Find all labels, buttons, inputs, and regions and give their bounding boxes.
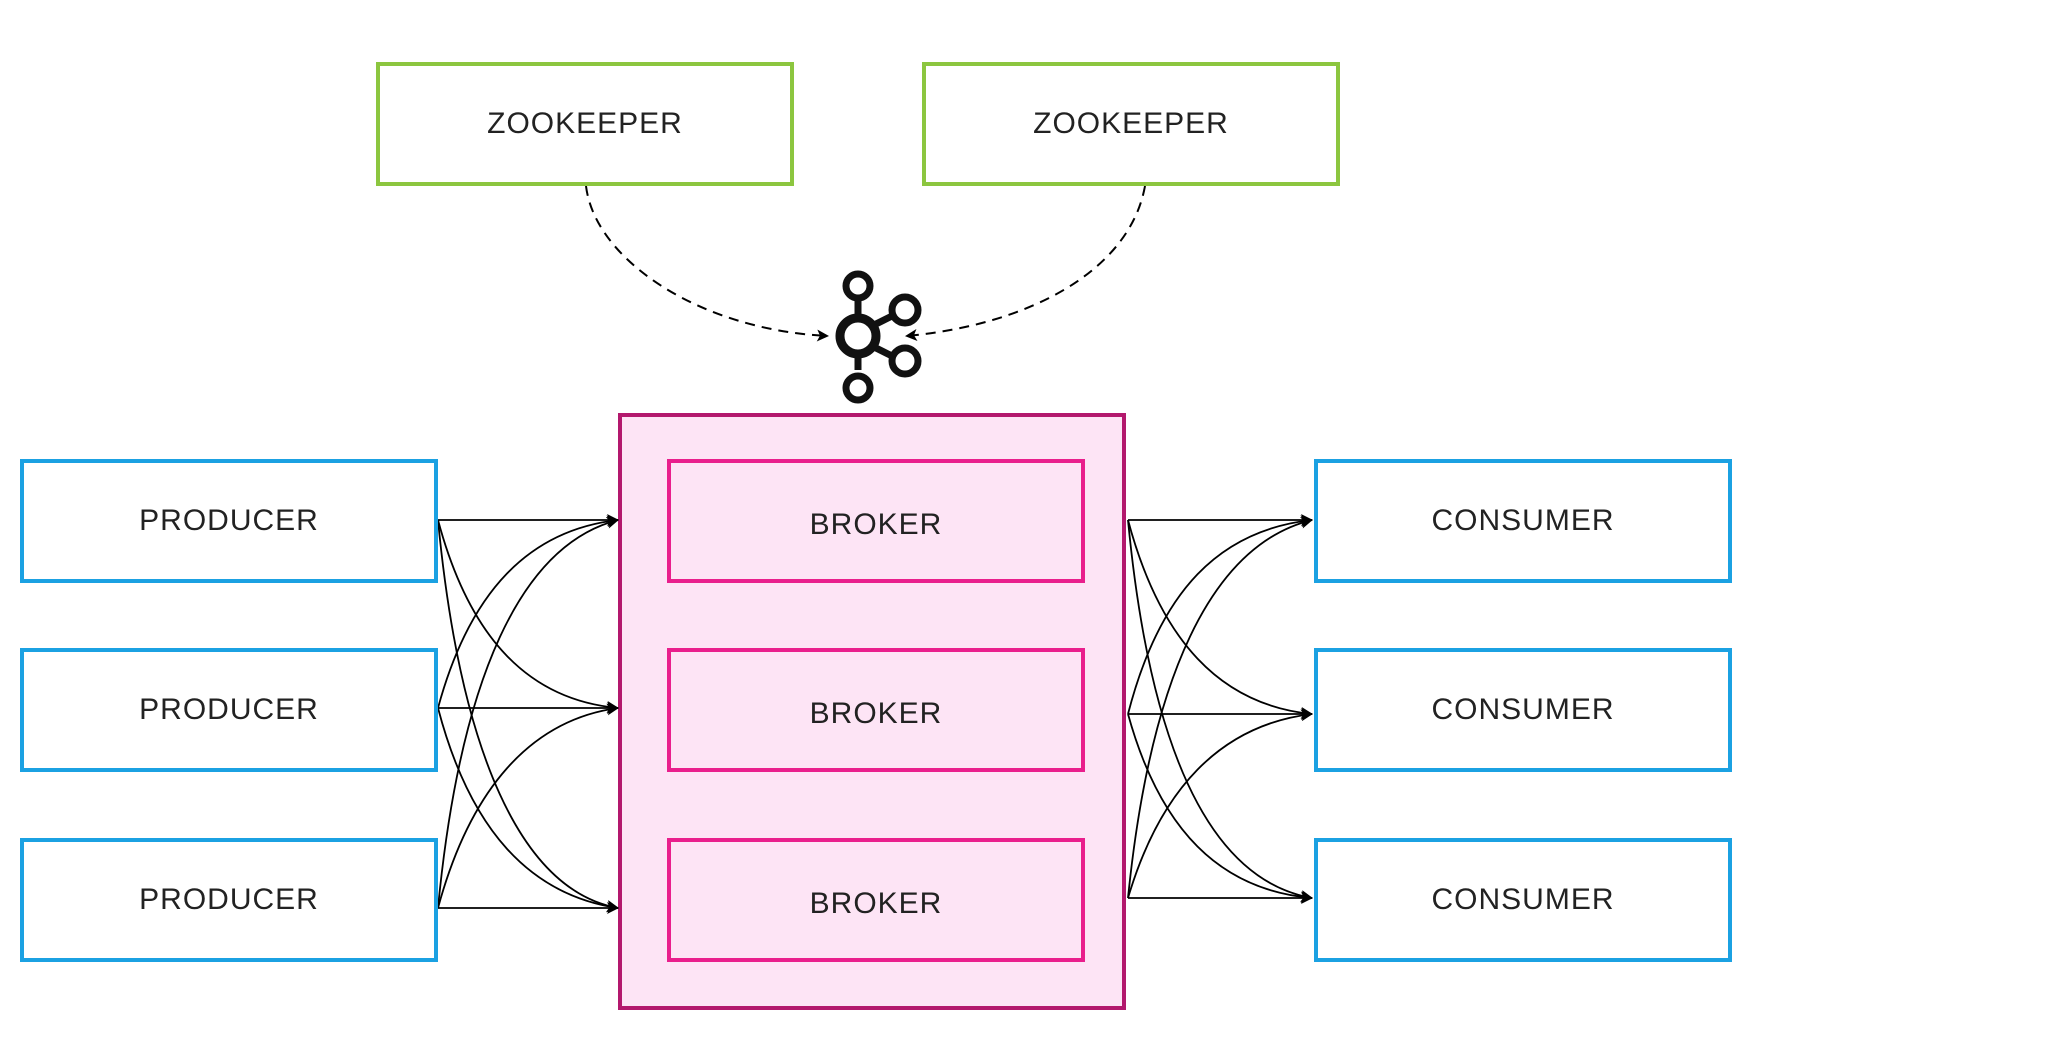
producer-1-to-broker-2-arrow — [437, 519, 619, 713]
broker-2-to-consumer-3-arrow — [1127, 713, 1313, 904]
broker-1-to-consumer-2-arrow — [1127, 519, 1313, 719]
zookeeper-label: ZOOKEEPER — [1033, 107, 1229, 140]
broker-node: BROKER — [667, 648, 1085, 772]
producer-1-to-broker-3-arrow — [437, 519, 619, 912]
consumer-node: CONSUMER — [1314, 648, 1732, 772]
zookeeper-label: ZOOKEEPER — [487, 107, 683, 140]
consumer-label: CONSUMER — [1431, 883, 1615, 916]
producer-node: PRODUCER — [20, 459, 438, 583]
producer-node: PRODUCER — [20, 648, 438, 772]
zookeeper-link-left — [578, 174, 829, 342]
producer-3-to-broker-1-arrow — [437, 516, 619, 909]
consumer-node: CONSUMER — [1314, 459, 1732, 583]
producer-node: PRODUCER — [20, 838, 438, 962]
producer-label: PRODUCER — [139, 504, 319, 537]
producer-label: PRODUCER — [139, 883, 319, 916]
broker-node: BROKER — [667, 838, 1085, 962]
consumer-node: CONSUMER — [1314, 838, 1732, 962]
broker-2-to-consumer-1-arrow — [1127, 515, 1313, 715]
kafka-logo-icon — [835, 270, 922, 404]
producer-label: PRODUCER — [139, 693, 319, 726]
consumer-label: CONSUMER — [1431, 693, 1615, 726]
zookeeper-node: ZOOKEEPER — [922, 62, 1340, 186]
producer-2-to-broker-1-arrow — [437, 515, 619, 709]
zookeeper-node: ZOOKEEPER — [376, 62, 794, 186]
broker-node: BROKER — [667, 459, 1085, 583]
broker-3-to-consumer-2-arrow — [1127, 709, 1313, 899]
broker-label: BROKER — [809, 697, 943, 730]
broker-label: BROKER — [809, 508, 943, 541]
broker-label: BROKER — [809, 887, 943, 920]
producer-2-to-broker-3-arrow — [437, 707, 619, 913]
zookeeper-link-right — [905, 174, 1153, 342]
broker-1-to-consumer-3-arrow — [1127, 519, 1313, 902]
producer-arrows — [437, 514, 619, 914]
broker-3-to-consumer-1-arrow — [1127, 516, 1313, 899]
consumer-arrows — [1127, 514, 1313, 904]
producer-3-to-broker-2-arrow — [437, 703, 619, 909]
consumer-label: CONSUMER — [1431, 504, 1615, 537]
